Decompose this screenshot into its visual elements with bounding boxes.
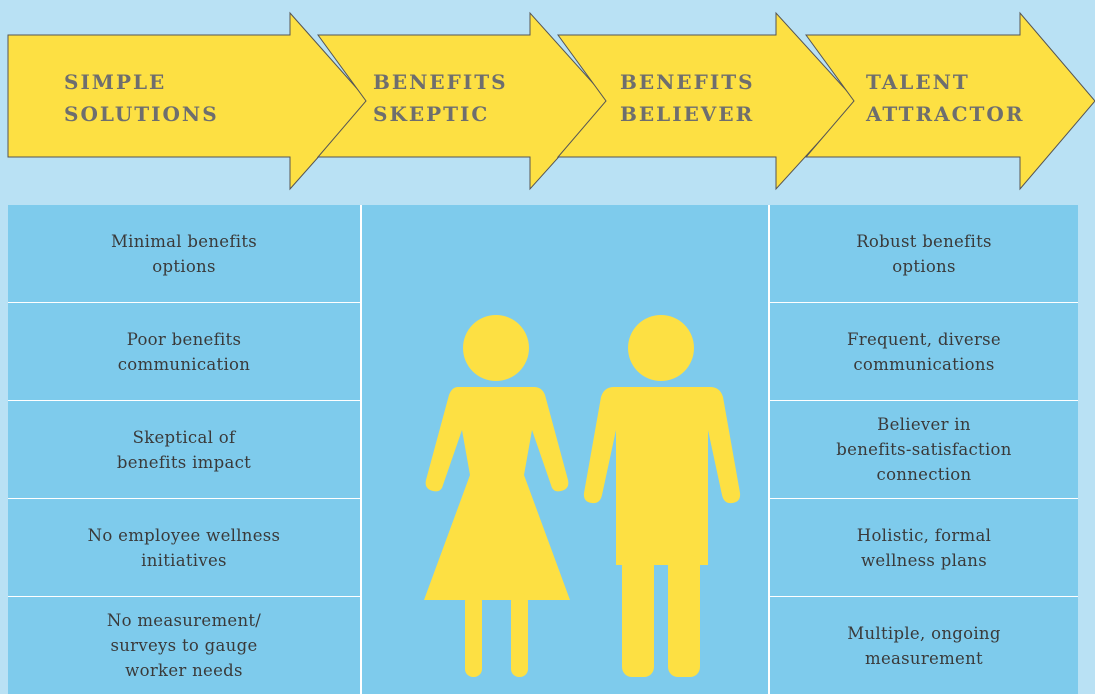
woman-right-leg: [511, 593, 528, 677]
stage-4-label-line2: ATTRACTOR: [865, 102, 1024, 126]
right-cell-5-text: Multiple, ongoing measurement: [847, 623, 1001, 668]
left-cell-5-text: No measurement/ surveys to gauge worker …: [106, 611, 262, 680]
stage-arrows: SIMPLE SOLUTIONS BENEFITS SKEPTIC BENEFI…: [7, 11, 1095, 191]
woman-figure-icon: [424, 315, 570, 677]
man-left-leg: [622, 555, 654, 677]
man-right-leg: [668, 555, 700, 677]
left-cell-4-text: No employee wellness initiatives: [87, 525, 281, 570]
right-cell-4: Holistic, formal wellness plans: [770, 499, 1078, 596]
stage-3-label-line1: BENEFITS: [620, 70, 755, 94]
stage-arrow-4: [804, 11, 1095, 191]
stage-1-label-line1: SIMPLE: [64, 70, 166, 94]
stage-1-label-line2: SOLUTIONS: [64, 102, 219, 126]
people-illustration: [424, 315, 741, 677]
right-cell-1: Robust benefits options: [770, 205, 1078, 302]
left-cell-3: Skeptical of benefits impact: [8, 401, 360, 498]
stage-4-label-line1: TALENT: [866, 70, 970, 94]
man-torso: [583, 387, 741, 565]
woman-left-leg: [465, 593, 482, 677]
stage-2-label-line2: SKEPTIC: [373, 102, 489, 126]
woman-head: [463, 315, 529, 381]
stage-arrow-3: [556, 11, 857, 191]
right-cell-3-text: Believer in benefits-satisfaction connec…: [836, 415, 1012, 484]
stage-arrow-2: [316, 11, 610, 191]
left-cell-2-text: Poor benefits communication: [117, 329, 251, 374]
left-cell-1: Minimal benefits options: [8, 205, 360, 302]
man-figure-icon: [583, 315, 741, 677]
left-cell-2: Poor benefits communication: [8, 303, 360, 400]
left-cell-3-text: Skeptical of benefits impact: [116, 427, 252, 472]
right-cell-4-text: Holistic, formal wellness plans: [856, 525, 992, 570]
comparison-grid: Minimal benefits options Poor benefits c…: [8, 205, 1078, 694]
stage-3-label-line2: BELIEVER: [620, 102, 754, 126]
right-cell-5: Multiple, ongoing measurement: [770, 597, 1078, 694]
right-cell-2: Frequent, diverse communications: [770, 303, 1078, 400]
left-cell-5: No measurement/ surveys to gauge worker …: [8, 597, 360, 694]
left-cell-1-text: Minimal benefits options: [110, 231, 258, 276]
figures-panel: [362, 205, 768, 694]
stage-2-label-line1: BENEFITS: [373, 70, 508, 94]
right-cell-1-text: Robust benefits options: [856, 231, 992, 276]
woman-body: [424, 387, 570, 600]
man-head: [628, 315, 694, 381]
stage-arrow-1: [7, 11, 369, 191]
left-cell-4: No employee wellness initiatives: [8, 499, 360, 596]
right-cell-3: Believer in benefits-satisfaction connec…: [770, 401, 1078, 498]
right-cell-2-text: Frequent, diverse communications: [847, 329, 1001, 374]
